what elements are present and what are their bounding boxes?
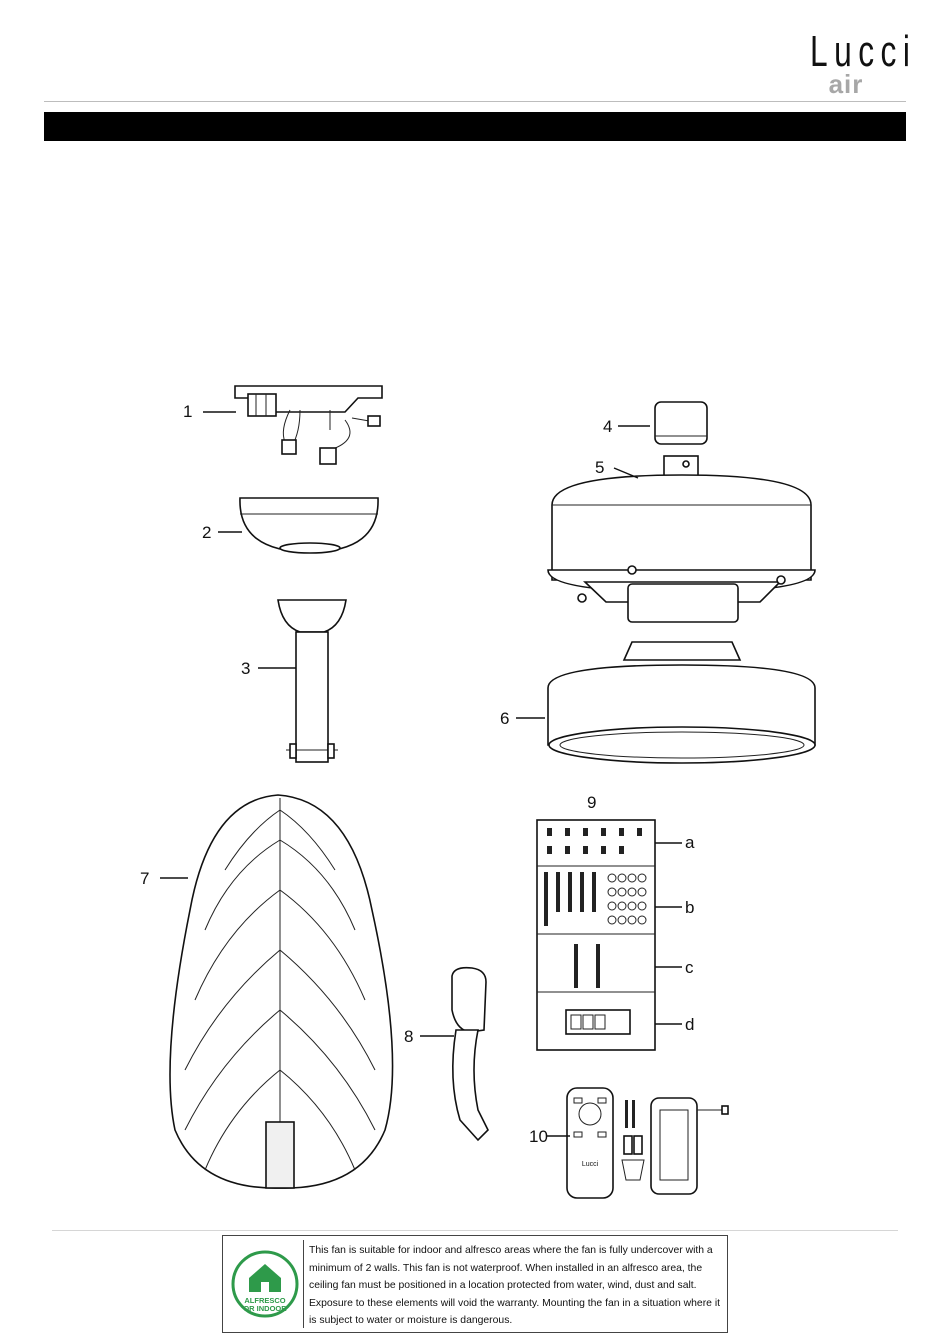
hardware-label-d: d: [685, 1015, 694, 1034]
part-blade: [169, 794, 394, 1189]
brand-sub: air: [828, 69, 864, 99]
badge-line2: OR INDOOR: [243, 1304, 287, 1313]
part-label-8: 8: [404, 1027, 413, 1046]
part-light-housing: [547, 641, 816, 764]
part-label-4: 4: [603, 417, 612, 436]
hardware-label-a: a: [685, 833, 695, 852]
part-label-10: 10: [529, 1127, 548, 1146]
alfresco-notice-text: This fan is suitable for indoor and alfr…: [309, 1245, 721, 1326]
part-mounting-bracket: [234, 385, 383, 465]
part-remote-kit: Lucci: [566, 1087, 729, 1199]
hardware-label-c: c: [685, 958, 694, 977]
part-label-7: 7: [140, 869, 149, 888]
parts-diagram: Lucci 1 2 3 4 5 6 7 8 9 10 a b c d: [140, 385, 816, 1199]
part-blade-bracket: [451, 966, 489, 1142]
part-label-1: 1: [183, 402, 192, 421]
part-motor-housing: [547, 455, 816, 623]
alfresco-badge: ALFRESCO OR INDOOR: [227, 1240, 304, 1328]
alfresco-house-icon: ALFRESCO OR INDOOR: [231, 1250, 299, 1318]
alfresco-notice: ALFRESCO OR INDOOR This fan is suitable …: [222, 1235, 728, 1333]
part-label-2: 2: [202, 523, 211, 542]
section-header-bar: [44, 112, 906, 141]
part-label-5: 5: [595, 458, 604, 477]
part-canopy: [239, 497, 379, 554]
brand-name: Lucci: [810, 27, 917, 76]
part-hardware-pack: [536, 819, 656, 1051]
remote-brand: Lucci: [582, 1161, 599, 1168]
part-label-9: 9: [587, 793, 596, 812]
part-label-6: 6: [500, 709, 509, 728]
brand-logo: Lucci air: [796, 27, 917, 99]
badge-line1: ALFRESCO: [244, 1296, 285, 1305]
part-coupling-cover: [654, 401, 708, 445]
hardware-label-b: b: [685, 898, 694, 917]
part-label-3: 3: [241, 659, 250, 678]
footer-divider: [52, 1230, 898, 1231]
part-downrod: [277, 599, 347, 763]
leader-5: [613, 467, 639, 479]
header-divider: [44, 101, 906, 102]
